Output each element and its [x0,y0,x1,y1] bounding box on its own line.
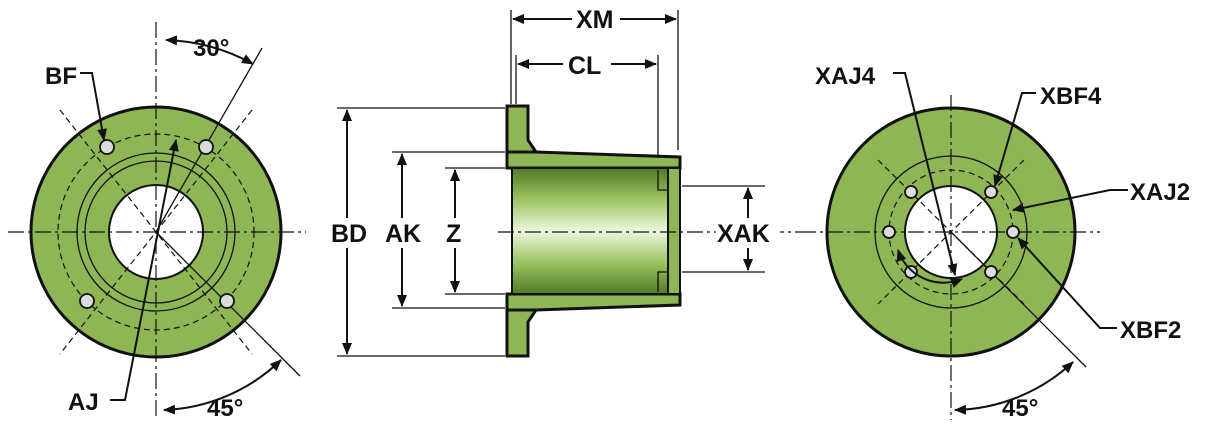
left-diag-b [59,109,253,355]
flange-section-top [505,104,539,154]
tube-bore [511,167,669,295]
tube-end-step-bottom [657,271,668,292]
left-bolt-hole-3 [79,293,95,309]
left-bolt-hole-2 [198,139,214,155]
right-bolt-hole-5 [904,265,918,279]
left-bolt-hole-4 [219,293,235,309]
right-xbf2-leader [1017,237,1117,329]
right-bolt-hole-6 [882,225,896,239]
cl-label: CL [568,52,601,80]
right-bolt-hole-3 [1006,225,1020,239]
tube-end-step-top [657,170,668,191]
left-45deg-arc [163,359,282,415]
tube-wall-top [505,150,682,170]
left-bf-label: BF [45,63,77,90]
right-xaj4-arc [896,249,963,288]
xak-label-bg [716,218,780,248]
right-xbf4-label: XBF4 [1040,83,1102,110]
left-aj-leader [110,139,179,401]
right-end-view: XAJ4 XBF4 XAJ2 XBF2 45° [800,63,1190,422]
left-angle-bottom-label: 45° [207,395,243,422]
right-bolt-hole-1 [904,185,918,199]
right-xbf2-label: XBF2 [1120,317,1181,344]
right-xaj4-leader [893,72,958,276]
flange-section-bottom [505,308,539,358]
right-xaj2-leader [1012,189,1128,213]
right-xbf4-leader [993,92,1036,187]
left-bolt-hole-1 [99,139,115,155]
xak-label: XAK [717,220,770,248]
tube-end-wall [667,167,681,295]
z-label-bg [444,218,468,248]
cl-label-bg [563,50,611,80]
left-bf-leader [80,72,107,141]
xm-label: XM [576,6,614,34]
left-30deg-arc [165,35,254,65]
right-angle-bottom-label: 45° [1002,395,1038,422]
bd-label-bg [330,218,368,248]
right-xaj2-label: XAJ2 [1130,179,1190,206]
xm-label-bg [572,4,620,34]
right-angle-line-45 [950,231,1087,368]
right-xaj4-label: XAJ4 [815,63,876,90]
right-45deg-arc [954,361,1074,415]
ak-label-bg [385,218,423,248]
right-bolt-hole-4 [984,265,998,279]
tube-wall-bottom [505,292,682,312]
left-aj-label: AJ [68,389,99,416]
right-bolt-hole-2 [984,185,998,199]
bd-label: BD [331,220,367,248]
ak-label: AK [385,220,421,248]
middle-section-view: XM CL BD AK Z XAK [330,4,800,358]
left-flange-view: BF 30° AJ 45° [8,22,306,422]
z-label: Z [446,220,461,248]
left-angle-top-label: 30° [193,35,229,62]
